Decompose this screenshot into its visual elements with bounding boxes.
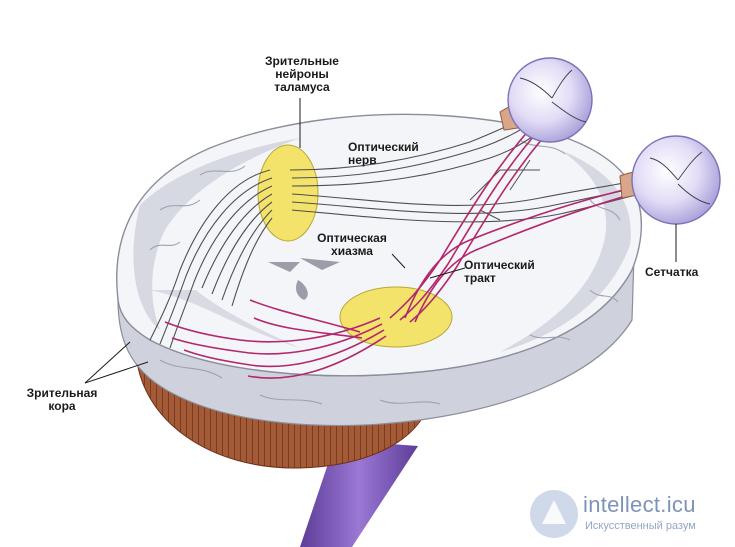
brainstem [300,440,418,547]
eye-veins [519,69,711,205]
brain-rim-shade [133,138,300,330]
label-thalamus-line2: нейроны [275,67,329,81]
thalamus-upper [257,144,319,242]
label-optic-chiasm: Оптическая хиазма [312,232,392,258]
label-thalamus-line3: таламуса [274,80,330,94]
brain-rim-shade-right [500,150,631,352]
label-retina: Сетчатка [645,265,699,279]
label-thalamus-line1: Зрительные [265,54,339,68]
fiber-branches [469,159,540,221]
label-visual-cortex: Зрительная кора [22,387,102,413]
label-chiasm-line1: Оптическая [317,231,387,245]
label-optic-nerve-line1: Оптический [348,140,419,154]
label-thalamus-neurons: Зрительные нейроны таламуса [262,55,342,94]
label-optic-tract-line2: тракт [464,271,496,285]
label-chiasm-line2: хиазма [331,244,373,258]
eye-left [507,57,593,143]
label-optic-tract-line1: Оптический [464,258,535,272]
ventricles [268,258,340,300]
watermark-tagline: Искусственный разум [585,520,696,532]
label-leaders [84,98,677,384]
eye-right [631,135,721,225]
gyri-outlines [149,139,621,405]
label-cortex-line1: Зрительная [26,386,98,400]
optic-tract-fibers [164,111,641,379]
label-optic-nerve: Оптический нерв [348,141,419,167]
label-cortex-line2: кора [48,399,76,413]
label-optic-tract: Оптический тракт [464,259,535,285]
cortex-band [150,290,300,348]
label-optic-nerve-line2: нерв [348,153,377,167]
watermark-site: intellect.icu [583,492,696,517]
watermark-logo [530,490,578,538]
